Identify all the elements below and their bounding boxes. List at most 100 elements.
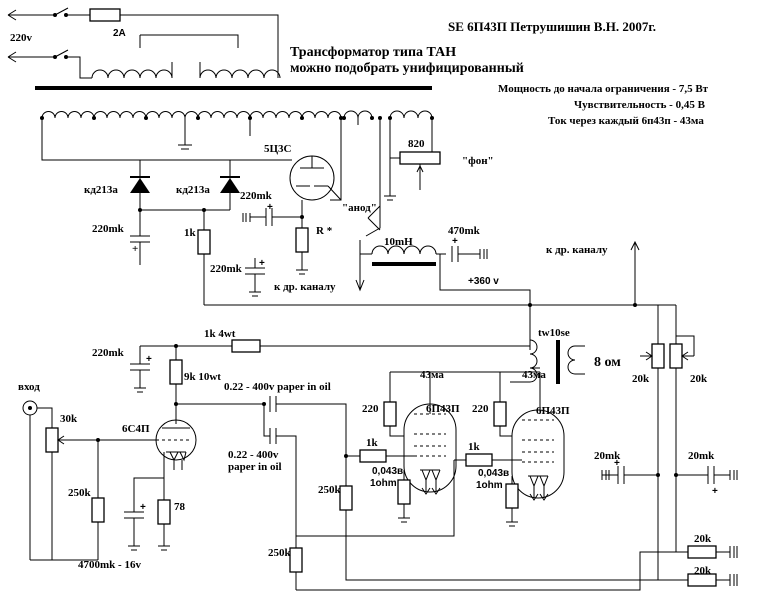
speaker-label: 8 ом (594, 355, 621, 370)
res-20k-bottom-label: 20k (694, 565, 712, 577)
coupling-caps: 0.22 - 400v paper in oil 0.22 - 400v pap… (176, 381, 676, 591)
coupling-cap-2-label-2: paper in oil (228, 461, 282, 473)
res-220-left-label: 220 (362, 403, 379, 415)
cap-4700mk-label: 4700mk - 16v (78, 559, 141, 571)
pot-20k-right (669, 343, 683, 369)
shunt-right-voltage: 0,043в (478, 468, 509, 479)
res-20k-top (687, 545, 717, 559)
res-1k-4wt (231, 339, 261, 353)
pot-20k-left (651, 343, 665, 369)
hum-label: "фон" (462, 155, 494, 167)
output-tube-right: 43ма 220 6П43П 1k 0,043в 1ohm (454, 369, 570, 527)
res-78 (157, 499, 171, 525)
input-label: вход (18, 381, 40, 393)
cap-470mk-label: 470mk (448, 225, 481, 237)
cap-220mk-c-label: 220mk (210, 263, 243, 275)
current-left-label: 43ма (420, 369, 444, 381)
res-220-left (383, 401, 397, 427)
res-1ohm-left (397, 479, 411, 505)
spec-power: Мощность до начала ограничения - 7,5 Вт (498, 83, 709, 95)
choke-label: 10mH (384, 236, 413, 248)
to-other-channel-b: к др. каналу (546, 244, 608, 256)
res-1k-grid-left-label: 1k (366, 437, 379, 449)
schematic-title: SE 6П43П Петрушишин В.Н. 2007г. (448, 19, 656, 34)
svg-text:+: + (452, 236, 458, 247)
res-250k-a-label: 250k (68, 487, 92, 499)
res-r-star (295, 227, 309, 253)
transformer-note-1: Трансформатор типа ТАН (290, 45, 456, 60)
spec-sensitivity: Чувствительность - 0,45 В (574, 99, 706, 111)
output-transformer-label: tw10se (538, 327, 570, 339)
fuse-label: 2A (113, 28, 126, 39)
svg-text:+: + (712, 486, 718, 497)
res-220-right-label: 220 (472, 403, 489, 415)
cap-220mk-anode: + 220mk R * (240, 190, 333, 275)
tube-right-label: 6П43П (536, 405, 570, 417)
res-1k-grid-right (465, 453, 493, 467)
cap-220mk-d-label: 220mk (92, 347, 125, 359)
res-1k-label: 1k (184, 227, 197, 239)
filter-cap-label: 220mk (92, 223, 125, 235)
res-250k-b-label: 250k (318, 484, 342, 496)
anode-label: "анод" (342, 202, 377, 214)
rectifier-tube-label: 5Ц3С (264, 143, 292, 155)
tube-left-label: 6П43П (426, 403, 460, 415)
transformer-note-2: можно подобрать унифицированный (290, 61, 524, 76)
svg-text:+: + (146, 354, 152, 365)
res-250k-c-label: 250k (268, 547, 292, 559)
svg-text:+: + (140, 502, 146, 513)
res-220-right (493, 401, 507, 427)
cap-20mk-left-label: 20mk (594, 450, 621, 462)
res-r-label: R * (316, 225, 333, 237)
diode-bridge: кд213а кд213а + 220mk 1k (84, 160, 240, 305)
shunt-left-resistance: 1ohm (370, 478, 397, 489)
diode-right-symbol (220, 178, 240, 193)
output-balance-pots: 20k 20k + 20mk + 20mk 20k 20k (594, 305, 738, 587)
spec-current: Ток через каждый 6п43п - 43ма (548, 115, 704, 127)
svg-text:+: + (267, 202, 273, 213)
rectifier-tube: 5Ц3С "анод" (264, 143, 377, 214)
pot-30k-label: 30k (60, 413, 78, 425)
diode-left-label: кд213а (84, 184, 118, 196)
svg-text:+: + (259, 258, 265, 269)
res-250k-b (339, 485, 353, 511)
res-1k-4wt-label: 1k 4wt (204, 328, 236, 340)
mains-voltage-label: 220v (10, 32, 33, 44)
cap-plus-1: + (132, 243, 138, 255)
cap-220mk-c: + 220mk к др. каналу (210, 258, 365, 297)
mains-input: 220v 2A (7, 7, 281, 79)
res-1ohm-right (505, 483, 519, 509)
hum-pot-label: 820 (408, 138, 425, 150)
res-1k-grid-left (359, 449, 387, 463)
plus-360-label: +360 v (468, 276, 499, 287)
coupling-cap-1-label: 0.22 - 400v paper in oil (224, 381, 331, 393)
pot-20k-left-label: 20k (632, 373, 650, 385)
res-20k-top-label: 20k (694, 533, 712, 545)
svg-text:+: + (614, 458, 620, 469)
res-9k-label: 9k 10wt (184, 371, 221, 383)
coupling-cap-2-label-1: 0.22 - 400v (228, 449, 279, 461)
res-1k-grid-right-label: 1k (468, 441, 481, 453)
tube-6p43p-right (511, 409, 565, 499)
pot-30k[interactable] (45, 427, 59, 453)
output-transformer: tw10se 8 ом (390, 305, 621, 384)
hum-pot (399, 151, 441, 165)
cap-20mk-right-label: 20mk (688, 450, 715, 462)
tube-6p43p-left (403, 403, 457, 493)
other-channel-arrow (630, 240, 640, 305)
preamp-supply: 1k 4wt + 220mk 9k 10wt (92, 328, 530, 424)
pot-20k-right-label: 20k (690, 373, 708, 385)
current-right-label: 43ма (522, 369, 546, 381)
diode-left-symbol (130, 178, 150, 193)
choke: 10mH + 470mk +360 v (359, 205, 531, 350)
fuse (89, 8, 121, 22)
shunt-left-voltage: 0,043в (372, 466, 403, 477)
input-stage: вход 30k 250k 6С4П + 78 4700mk - 16v (18, 381, 197, 571)
res-9k (169, 359, 183, 385)
shunt-right-resistance: 1ohm (476, 480, 503, 491)
diode-right-label: кд213а (176, 184, 210, 196)
output-tube-left: 43ма 220 6П43П 1k 0,043в 1ohm (346, 369, 460, 523)
to-other-channel-a: к др. каналу (274, 281, 336, 293)
